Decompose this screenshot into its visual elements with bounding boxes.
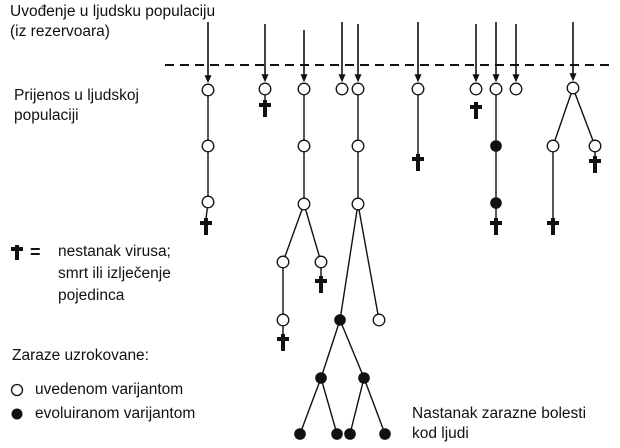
- evolved-variant-infection-node: [490, 197, 502, 209]
- transmission-link: [339, 319, 365, 379]
- evolved-variant-infection-node: [315, 372, 327, 384]
- legend-infections-title: Zaraze uzrokovane:: [12, 347, 149, 364]
- introduction-arrow: [338, 22, 346, 83]
- introduced-variant-infection-node: [372, 313, 386, 327]
- evolved-variant-infection-node: [294, 428, 306, 440]
- introduced-variant-infection-node: [297, 197, 311, 211]
- evolved-variant-infection-node: [490, 140, 502, 152]
- infection-nodes: [200, 81, 602, 440]
- introduced-variant-infection-node: [314, 255, 328, 269]
- introduced-variant-infection-node: [201, 139, 215, 153]
- introduced-variant-infection-node: [411, 82, 425, 96]
- introduced-variant-infection-node: [297, 82, 311, 96]
- introduced-variant-infection-node: [297, 139, 311, 153]
- transmission-label-line1: Prijenos u ljudskoj: [14, 87, 139, 104]
- legend-open-label: uvedenom varijantom: [35, 381, 184, 398]
- legend-cross-equals: =: [30, 242, 41, 262]
- introduction-arrow: [354, 24, 362, 83]
- introduced-variant-infection-node: [201, 83, 215, 97]
- introduced-variant-infection-node: [201, 195, 215, 209]
- evolved-variant-infection-node: [379, 428, 391, 440]
- emergence-label-line1: Nastanak zarazne bolesti: [412, 405, 587, 422]
- introduced-variant-infection-node: [489, 82, 503, 96]
- virus-extinction-cross-icon: [589, 156, 601, 173]
- introduction-arrow: [512, 24, 520, 83]
- legend-cross-label-line1: nestanak virusa;: [58, 243, 171, 260]
- introduction-arrow: [300, 30, 308, 83]
- introduced-variant-infection-node: [351, 197, 365, 211]
- transmission-link: [303, 203, 322, 263]
- introduced-variant-infection-node: [335, 82, 349, 96]
- transmission-link: [363, 377, 386, 435]
- transmission-link: [552, 87, 574, 147]
- virus-extinction-cross-icon: [412, 154, 424, 171]
- virus-extinction-cross-icon: [547, 218, 559, 235]
- legend-cross-icon: [11, 245, 23, 260]
- transmission-link: [339, 203, 359, 321]
- transmission-link: [349, 377, 365, 435]
- evolved-variant-infection-node: [331, 428, 343, 440]
- legend-filled-circle-icon: [11, 408, 23, 420]
- transmission-link: [320, 319, 341, 379]
- evolved-variant-infection-node: [358, 372, 370, 384]
- transmission-links: [205, 87, 596, 435]
- introduced-variant-infection-node: [566, 81, 580, 95]
- legend-filled-label: evoluiranom varijantom: [35, 405, 196, 422]
- introduction-label-line2: (iz rezervoara): [10, 23, 110, 40]
- introduced-variant-infection-node: [276, 255, 290, 269]
- introduced-variant-infection-node: [546, 139, 560, 153]
- introduced-variant-infection-node: [276, 313, 290, 327]
- introduction-arrow: [472, 24, 480, 83]
- introduced-variant-infection-node: [469, 82, 483, 96]
- legend-cross-label-line2: smrt ili izlječenje: [58, 265, 171, 282]
- introduced-variant-infection-node: [509, 82, 523, 96]
- introduction-arrows: [204, 22, 577, 84]
- virus-extinction-cross-icon: [259, 100, 271, 117]
- emergence-label-line2: kod ljudi: [412, 425, 469, 442]
- virus-extinction-cross-icon: [315, 276, 327, 293]
- legend-cross-label-line3: pojedinca: [58, 287, 125, 304]
- introduced-variant-infection-node: [351, 82, 365, 96]
- transmission-link: [357, 203, 380, 321]
- virus-extinction-cross-icon: [277, 334, 289, 351]
- evolved-variant-infection-node: [334, 314, 346, 326]
- introduction-arrow: [492, 22, 500, 83]
- virus-extinction-cross-icon: [470, 102, 482, 119]
- transmission-link: [572, 87, 596, 147]
- transmission-link: [299, 377, 322, 435]
- introduction-arrow: [204, 22, 212, 84]
- introduction-arrow: [261, 24, 269, 83]
- introduced-variant-infection-node: [258, 82, 272, 96]
- transmission-link: [282, 203, 305, 263]
- virus-extinction-cross-icon: [490, 218, 502, 235]
- introduction-arrow: [569, 22, 577, 82]
- virus-extinction-cross-icon: [200, 218, 212, 235]
- introduced-variant-infection-node: [351, 139, 365, 153]
- introduction-arrow: [414, 22, 422, 83]
- introduced-variant-infection-node: [588, 139, 602, 153]
- transmission-label-line2: populaciji: [14, 107, 79, 124]
- legend-open-circle-icon: [10, 383, 24, 397]
- introduction-label-line1: Uvođenje u ljudsku populaciju: [10, 3, 216, 20]
- transmission-link: [320, 377, 338, 435]
- evolved-variant-infection-node: [344, 428, 356, 440]
